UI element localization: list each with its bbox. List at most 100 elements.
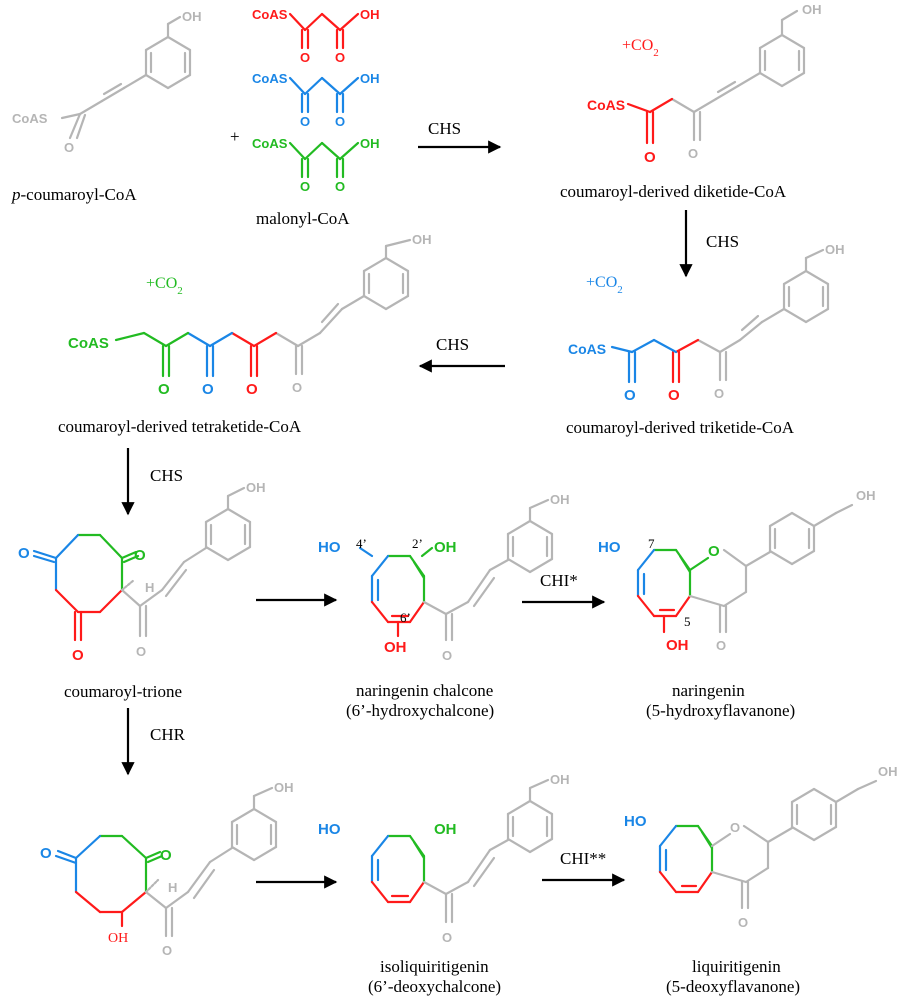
enzyme-chs-1: CHS	[428, 119, 461, 138]
svg-text:O: O	[624, 387, 636, 404]
svg-text:O: O	[442, 648, 452, 663]
position-2: 2’	[412, 536, 423, 551]
svg-text:H: H	[168, 880, 177, 895]
svg-text:OH: OH	[246, 480, 266, 495]
naringenin-chalcone-structure: OH O HO OH OH 4’ 2’ 6’	[318, 492, 570, 663]
isoliquiritigenin-structure: OH O HO OH	[318, 772, 570, 945]
svg-text:O: O	[442, 930, 452, 945]
svg-text:CoAS: CoAS	[587, 97, 625, 113]
liquiritigenin-structure: OH O O HO	[624, 764, 898, 930]
svg-text:O: O	[335, 114, 345, 129]
svg-text:HO: HO	[598, 539, 621, 556]
svg-text:OH: OH	[274, 780, 294, 795]
co2-red: +CO2	[622, 37, 659, 59]
svg-text:OH: OH	[434, 539, 457, 556]
svg-text:O: O	[134, 547, 146, 564]
liquiritigenin-alt: (5-deoxyflavanone)	[666, 977, 800, 996]
svg-text:O: O	[300, 50, 310, 65]
svg-text:OH: OH	[434, 821, 457, 838]
tetraketide-structure: OH O O O CoAS O	[68, 232, 432, 398]
enzyme-chs-3: CHS	[436, 335, 469, 354]
diketide-label: coumaroyl-derived diketide-CoA	[560, 182, 787, 201]
co2-blue: +CO2	[586, 274, 623, 296]
diketide-structure: OH O CoAS O	[587, 2, 822, 166]
oh-label: OH	[182, 9, 202, 24]
p-coumaroyl-coa-label: p-coumaroyl-CoA	[11, 185, 137, 204]
svg-text:OH: OH	[825, 242, 845, 257]
naringenin-alt: (5-hydroxyflavanone)	[646, 701, 795, 720]
svg-text:O: O	[158, 381, 170, 398]
svg-text:CoAS: CoAS	[252, 71, 288, 86]
position-5: 5	[684, 614, 691, 629]
svg-text:O: O	[72, 647, 84, 664]
position-6: 6’	[400, 610, 411, 625]
position-4: 4’	[356, 536, 367, 551]
o-label: O	[64, 140, 74, 155]
svg-text:O: O	[40, 845, 52, 862]
naringenin-name: naringenin	[672, 681, 745, 700]
svg-text:OH: OH	[802, 2, 822, 17]
svg-text:HO: HO	[318, 821, 341, 838]
coas-label: CoAS	[12, 111, 48, 126]
svg-text:O: O	[136, 644, 146, 659]
plus-sign: +	[230, 127, 240, 146]
svg-text:CoAS: CoAS	[252, 7, 288, 22]
svg-text:O: O	[335, 50, 345, 65]
malonyl-coa-green: CoAS O O OH	[252, 136, 380, 194]
position-7: 7	[648, 536, 655, 551]
svg-text:O: O	[668, 387, 680, 404]
svg-text:OH: OH	[412, 232, 432, 247]
svg-text:O: O	[160, 847, 172, 864]
svg-text:CoAS: CoAS	[252, 136, 288, 151]
svg-text:OH: OH	[108, 931, 128, 946]
malonyl-coa-red: CoAS O O OH	[252, 7, 380, 65]
p-coumaroyl-coa-structure: OH CoAS O	[12, 9, 202, 155]
svg-text:HO: HO	[318, 539, 341, 556]
liquiritigenin-name: liquiritigenin	[692, 957, 781, 976]
co2-green: +CO2	[146, 275, 183, 297]
isoliquiritigenin-name: isoliquiritigenin	[380, 957, 489, 976]
svg-text:O: O	[714, 386, 724, 401]
svg-text:O: O	[335, 179, 345, 194]
enzyme-chs-4: CHS	[150, 466, 183, 485]
triketide-structure: OH O O CoAS O	[568, 242, 845, 404]
svg-text:O: O	[688, 146, 698, 161]
svg-text:O: O	[708, 543, 720, 560]
svg-text:O: O	[738, 915, 748, 930]
svg-text:OH: OH	[550, 492, 570, 507]
enzyme-chr: CHR	[150, 725, 186, 744]
svg-text:O: O	[18, 545, 30, 562]
svg-text:OH: OH	[550, 772, 570, 787]
svg-text:HO: HO	[624, 813, 647, 830]
isoliquiritigenin-alt: (6’-deoxychalcone)	[368, 977, 501, 996]
svg-text:OH: OH	[360, 7, 380, 22]
enzyme-chi-2: CHI**	[560, 849, 606, 868]
svg-text:O: O	[644, 149, 656, 166]
svg-text:OH: OH	[384, 639, 407, 656]
naringenin-chalcone-alt: (6’-hydroxychalcone)	[346, 701, 494, 720]
naringenin-structure: OH O O HO OH 7 5	[598, 488, 876, 654]
svg-text:O: O	[300, 179, 310, 194]
svg-text:O: O	[730, 820, 740, 835]
svg-text:O: O	[162, 943, 172, 958]
tetraketide-label: coumaroyl-derived tetraketide-CoA	[58, 417, 302, 436]
svg-text:OH: OH	[360, 71, 380, 86]
svg-text:O: O	[246, 381, 258, 398]
triketide-label: coumaroyl-derived triketide-CoA	[566, 418, 795, 437]
svg-text:O: O	[716, 638, 726, 653]
svg-text:OH: OH	[360, 136, 380, 151]
svg-text:H: H	[145, 580, 154, 595]
svg-text:OH: OH	[666, 637, 689, 654]
malonyl-coa-blue: CoAS O O OH	[252, 71, 380, 129]
naringenin-chalcone-name: naringenin chalcone	[356, 681, 493, 700]
svg-text:OH: OH	[878, 764, 898, 779]
svg-text:OH: OH	[856, 488, 876, 503]
enzyme-chi-1: CHI*	[540, 571, 578, 590]
trione-label: coumaroyl-trione	[64, 682, 182, 701]
svg-text:CoAS: CoAS	[68, 335, 109, 352]
enzyme-chs-2: CHS	[706, 232, 739, 251]
trione-structure: OH H O O O O	[18, 480, 266, 664]
reduced-trione-structure: OH H O O O OH	[40, 780, 294, 958]
malonyl-coa-label: malonyl-CoA	[256, 209, 350, 228]
